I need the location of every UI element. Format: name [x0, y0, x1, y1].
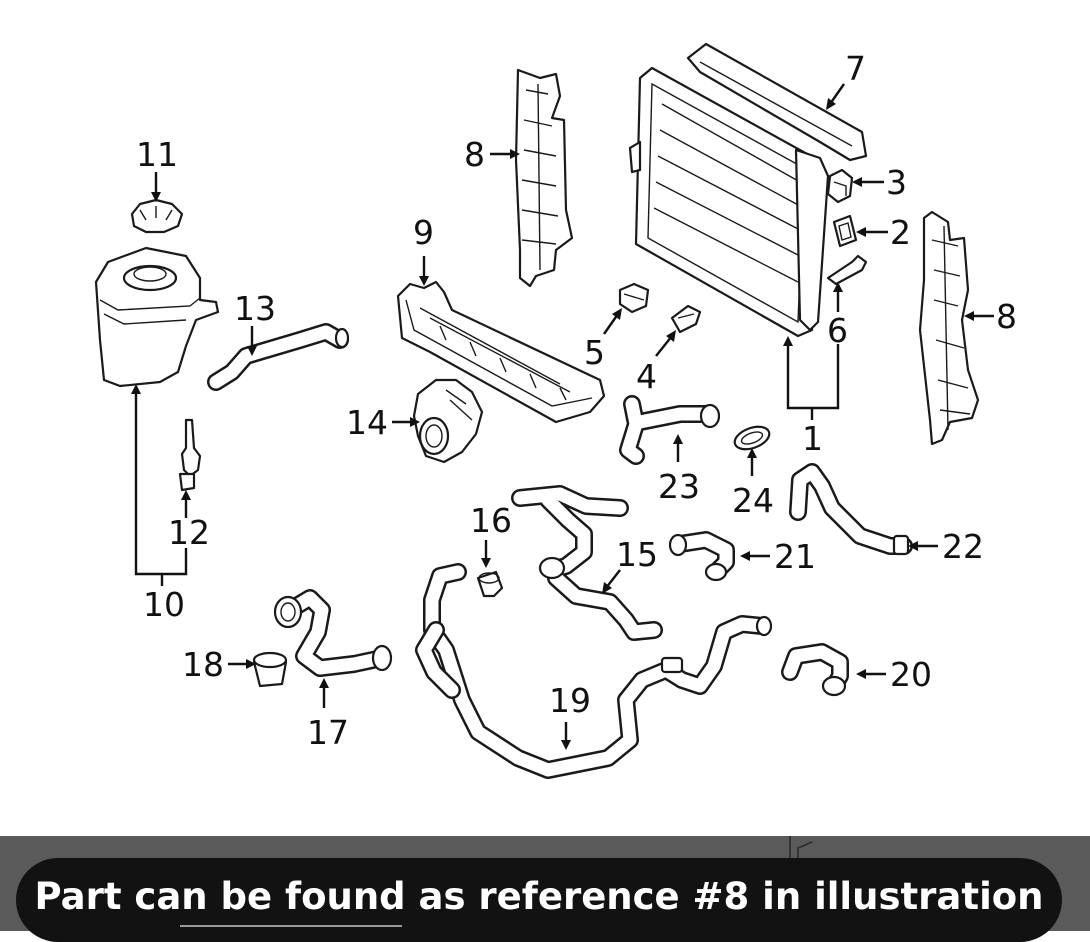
callout-18: 18	[182, 645, 224, 684]
callout-20: 20	[890, 655, 932, 694]
part-3-clip	[826, 168, 854, 204]
part-24-oring	[733, 425, 771, 451]
callout-15: 15	[616, 535, 658, 574]
part-5-clip	[618, 282, 650, 314]
part-11-cap	[130, 198, 184, 234]
parts-diagram: 7 8 11 3 9 2 13 8 6 5 4 14 1 23 24 16 12…	[94, 42, 1017, 779]
callout-1: 1	[802, 419, 823, 458]
part-10-expansion-tank	[94, 246, 220, 388]
callout-3: 3	[886, 163, 907, 202]
part-8-left-support	[514, 68, 574, 288]
callout-6: 6	[827, 311, 848, 350]
part-16-plug	[476, 570, 504, 598]
callout-17: 17	[307, 713, 349, 752]
part-2-gasket	[832, 214, 858, 248]
callout-9: 9	[413, 213, 434, 252]
part-21-hose	[668, 531, 735, 582]
divider	[180, 925, 402, 927]
part-14-thermostat	[412, 378, 484, 464]
part-18-cap	[252, 651, 288, 688]
part-7-upper-bracket	[686, 42, 868, 162]
callout-13: 13	[234, 289, 276, 328]
part-17-hose	[273, 589, 393, 677]
callout-labels: 7 8 11 3 9 2 13 8 6 5 4 14 1 23 24 16 12…	[136, 49, 1017, 752]
part-15-hose	[511, 485, 663, 641]
part-1-radiator	[628, 66, 830, 338]
callout-21: 21	[774, 537, 816, 576]
part-6-drain-plug	[826, 254, 868, 286]
part-23-hose	[619, 395, 721, 465]
callout-leaders	[131, 83, 994, 750]
callout-7: 7	[845, 49, 866, 88]
callout-23: 23	[658, 467, 700, 506]
callout-22: 22	[942, 527, 984, 566]
part-13-hose	[207, 323, 350, 391]
part-22-hose	[789, 463, 913, 556]
callout-2: 2	[890, 213, 911, 252]
part-20-hose	[781, 643, 849, 697]
caption-banner	[16, 858, 1062, 942]
callout-24: 24	[732, 481, 774, 520]
callout-11: 11	[136, 135, 178, 174]
callout-16: 16	[470, 501, 512, 540]
callout-8-right: 8	[996, 297, 1017, 336]
part-8-right-support	[918, 210, 980, 446]
part-12-sensor	[178, 418, 202, 492]
callout-8-left: 8	[464, 135, 485, 174]
callout-12: 12	[168, 513, 210, 552]
callout-19: 19	[549, 681, 591, 720]
part-19-hose	[415, 563, 773, 779]
callout-5: 5	[584, 333, 605, 372]
callout-14: 14	[346, 403, 388, 442]
caption-text: Part can be found as reference #8 in ill…	[34, 875, 1044, 918]
callout-4: 4	[636, 357, 657, 396]
part-4-clip	[670, 304, 702, 334]
part-9-lower-tray	[396, 280, 606, 424]
callout-10: 10	[143, 585, 185, 624]
